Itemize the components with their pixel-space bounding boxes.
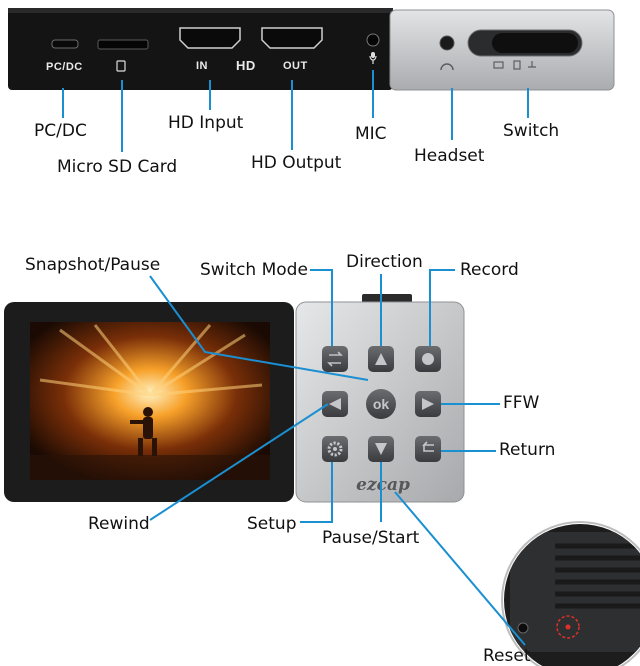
callout-reset: Reset [483,646,531,666]
switch-mode-button[interactable] [322,346,348,372]
headset-jack[interactable] [439,35,455,51]
callout-return: Return [499,440,556,460]
ok-button[interactable] [366,389,396,419]
pc-mode-icon [493,61,504,69]
callout-direction: Direction [346,252,423,272]
arrow-down-icon [375,443,387,455]
capture-box [8,8,615,91]
recorder-device: ok ezcap [4,294,465,503]
hd-output-port[interactable] [261,27,323,49]
pcdc-port[interactable] [51,39,79,49]
callout-hdinput: HD Input [168,113,244,133]
switch-mode-icon [327,351,343,367]
hd-port-text: HD [236,58,256,73]
preview-screen [30,322,270,480]
callout-rewind: Rewind [88,514,150,534]
reset-inset [501,521,640,666]
recorder-callout-lines [149,269,526,646]
arrow-left-icon [329,398,341,410]
screen-light-rays [39,324,263,397]
out-port-text: OUT [283,60,308,72]
callout-snapshot: Snapshot/Pause [25,255,161,275]
ok-label: ok [373,396,390,412]
microsd-slot[interactable] [97,39,149,50]
callout-switchmode: Switch Mode [200,260,308,280]
in-port-text: IN [196,60,208,72]
capture-box-body [8,8,393,90]
sd-mode-icon [513,60,521,70]
arrow-right-icon [422,398,434,410]
hd-input-port[interactable] [179,27,241,49]
mic-icon [369,55,377,64]
callout-microsd: Micro SD Card [57,157,178,177]
reset-highlight [556,615,580,639]
callout-pcdc: PC/DC [34,121,87,141]
led-indicator [517,622,529,634]
mode-switch-knob[interactable] [492,33,578,53]
callout-pausestart: Pause/Start [322,528,420,548]
callout-record: Record [460,260,519,280]
return-icon [422,441,434,452]
callout-switch: Switch [503,121,560,141]
callout-ffw: FFW [503,393,540,413]
headphone-icon [440,63,454,71]
usb-mode-icon [528,61,536,68]
mic-jack[interactable] [366,33,380,47]
callout-mic: MIC [355,124,387,144]
callout-hdoutput: HD Output [251,153,342,173]
character-silhouette [130,407,157,456]
arrow-up-icon [375,353,387,365]
callout-headset: Headset [414,146,485,166]
brand-logo: ezcap [356,475,410,495]
gear-icon [327,441,343,457]
sd-card-icon [116,60,126,72]
top-callout-lines [62,70,529,152]
reset-pinhole[interactable] [565,624,571,630]
record-dot-icon [422,353,434,365]
return-button[interactable] [415,436,441,462]
callout-setup: Setup [247,514,297,534]
pcdc-port-text: PC/DC [46,61,83,73]
